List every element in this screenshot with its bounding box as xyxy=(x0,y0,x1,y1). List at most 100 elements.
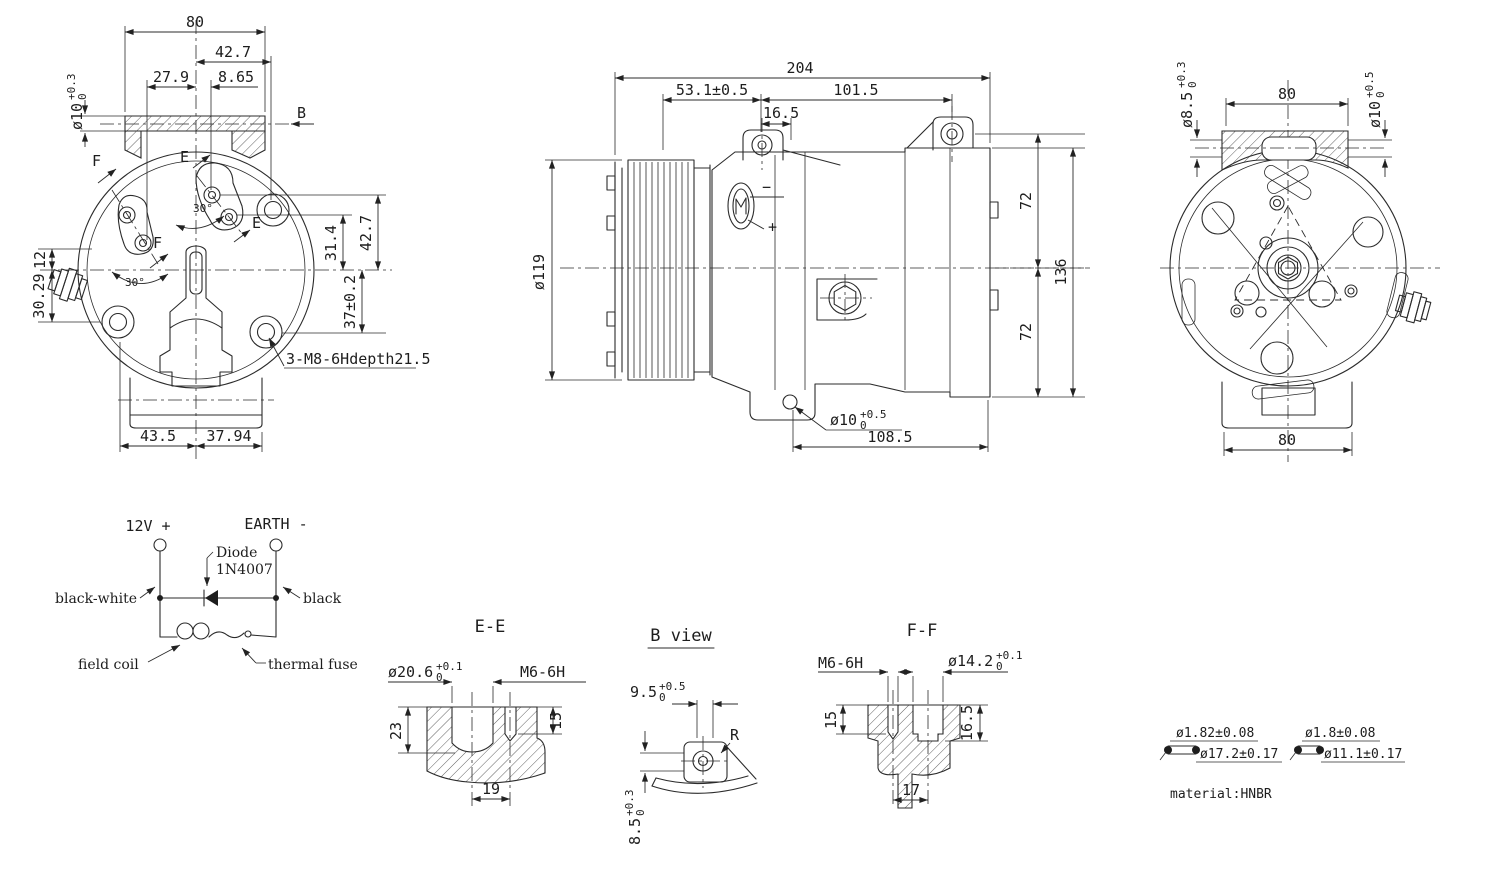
section-ee: E-E ø20.6 +0.1 0 M6-6H 23 15 19 xyxy=(387,617,586,808)
side-dim-53-1: 53.1±0.5 xyxy=(676,81,748,99)
oring-details: ø1.82±0.08 ø17.2±0.17 ø1.8±0.08 ø11.1±0.… xyxy=(1159,726,1405,802)
front-dim-31-4: 31.4 xyxy=(322,225,340,261)
rear-view: ø8.5 +0.3 0 ø10 +0.5 0 80 xyxy=(1160,62,1440,462)
wiring-schematic: 12V + EARTH - Diode 1N4007 black-white b… xyxy=(55,515,358,673)
field-coil-symbol xyxy=(159,622,245,640)
svg-text:+0.5: +0.5 xyxy=(860,408,887,421)
b-dim-9-5: 9.5 +0.5 0 xyxy=(630,680,686,704)
section-ff-title: F-F xyxy=(907,621,938,641)
ff-thread: M6-6H xyxy=(818,654,863,672)
diode-symbol xyxy=(203,589,218,607)
svg-text:+0.3: +0.3 xyxy=(623,790,636,817)
rear-dim-80-top: 80 xyxy=(1278,85,1296,103)
svg-text:8.5: 8.5 xyxy=(626,818,644,845)
svg-text:ø14.2: ø14.2 xyxy=(948,652,993,670)
svg-text:0: 0 xyxy=(860,419,867,432)
oring-left-cs: ø1.82±0.08 xyxy=(1176,726,1254,741)
ff-dim-16-5: 16.5 xyxy=(958,705,976,741)
svg-text:ø20.6: ø20.6 xyxy=(388,663,433,681)
terminal-12v xyxy=(153,538,167,552)
rear-internal-mechanism xyxy=(1181,165,1409,400)
front-f-boss xyxy=(111,189,159,265)
diode-part-number: 1N4007 xyxy=(216,562,273,578)
ee-dim-19: 19 xyxy=(482,780,500,798)
terminal-minus-label: − xyxy=(762,178,771,196)
svg-text:0: 0 xyxy=(1186,81,1199,88)
front-center-plug xyxy=(159,245,233,387)
front-port-dia: ø10 +0.3 0 xyxy=(65,74,89,131)
svg-text:+0.5: +0.5 xyxy=(659,680,686,693)
wire-right-label: black xyxy=(303,591,342,607)
svg-text:0: 0 xyxy=(436,671,443,684)
svg-text:0: 0 xyxy=(634,809,647,816)
thermal-fuse-label: thermal fuse xyxy=(268,657,358,673)
side-port-boss xyxy=(816,274,878,322)
svg-text:ø10: ø10 xyxy=(68,103,86,130)
b-dim-8-5: 8.5 +0.3 0 xyxy=(623,790,647,846)
svg-text:+0.1: +0.1 xyxy=(436,660,463,673)
front-angle-e: 30° xyxy=(193,202,213,215)
ff-dim-15: 15 xyxy=(822,711,840,729)
svg-text:0: 0 xyxy=(1374,91,1387,98)
ee-bore-dia: ø20.6 +0.1 0 xyxy=(388,660,463,684)
section-ff: F-F M6-6H ø14.2 +0.1 0 15 16.5 17 xyxy=(818,621,1023,809)
terminal-earth-label: EARTH - xyxy=(244,515,307,533)
side-dim-204: 204 xyxy=(786,59,813,77)
svg-text:ø8.5: ø8.5 xyxy=(1178,92,1196,128)
ff-dim-17: 17 xyxy=(902,781,920,799)
front-angle-f: 30° xyxy=(125,276,145,289)
front-bolt-holes xyxy=(101,193,290,349)
rear-side-port xyxy=(1394,291,1432,324)
front-dim-42-7: 42.7 xyxy=(215,43,251,61)
front-dim-80: 80 xyxy=(186,13,204,31)
front-dim-27-9: 27.9 xyxy=(153,68,189,86)
svg-text:+0.3: +0.3 xyxy=(1175,62,1188,89)
oring-right: ø1.8±0.08 ø11.1±0.17 xyxy=(1289,726,1405,763)
section-b-label: B xyxy=(297,104,306,122)
section-f-label-top: F xyxy=(92,152,101,170)
side-dim-72-upper: 72 xyxy=(1017,192,1035,210)
svg-text:+0.5: +0.5 xyxy=(1363,72,1376,99)
side-connector: − + xyxy=(727,178,784,236)
ee-dim-23: 23 xyxy=(387,722,405,740)
rear-slot-dia: ø8.5 +0.3 0 xyxy=(1175,62,1199,129)
svg-text:0: 0 xyxy=(76,93,89,100)
ff-bore-dia: ø14.2 +0.1 0 xyxy=(948,649,1023,673)
svg-text:0: 0 xyxy=(996,660,1003,673)
side-dim-136: 136 xyxy=(1052,258,1070,285)
field-coil-label: field coil xyxy=(78,657,139,673)
side-view: − + ø10 +0.5 0 ø119 204 53.1±0.5 101.5 1… xyxy=(530,59,1090,452)
front-bottom-bracket xyxy=(129,377,263,429)
section-e-label-bottom: E xyxy=(252,214,261,232)
diode-label: Diode xyxy=(216,545,257,561)
section-ee-title: E-E xyxy=(475,617,506,637)
b-radius-label: R xyxy=(730,726,740,744)
svg-text:ø10: ø10 xyxy=(1366,101,1384,128)
terminal-earth xyxy=(269,538,283,552)
front-top-bracket xyxy=(124,115,266,132)
rear-bottom-foot xyxy=(1221,381,1353,429)
side-dia-pulley: ø119 xyxy=(530,254,548,290)
oring-left: ø1.82±0.08 ø17.2±0.17 xyxy=(1159,726,1282,763)
front-view: B E E F F 30° 30° xyxy=(30,13,431,462)
side-dim-72-lower: 72 xyxy=(1017,323,1035,341)
terminal-12v-label: 12V + xyxy=(125,517,170,535)
front-dim-37: 37±0.2 xyxy=(341,275,359,329)
side-dim-16-5: 16.5 xyxy=(763,104,799,122)
material-note: material:HNBR xyxy=(1170,787,1272,802)
view-b: B view 9.5 +0.5 0 R 8.5 +0.3 0 xyxy=(623,626,758,846)
oring-left-id: ø17.2±0.17 xyxy=(1200,747,1278,762)
front-dim-43-5: 43.5 xyxy=(140,427,176,445)
svg-text:+0.1: +0.1 xyxy=(996,649,1023,662)
wire-left-label: black-white xyxy=(55,591,137,607)
front-e-boss xyxy=(195,162,244,236)
front-dim-8-65: 8.65 xyxy=(218,68,254,86)
view-b-title: B view xyxy=(650,626,712,646)
front-dim-37-94: 37.94 xyxy=(206,427,251,445)
svg-text:9.5: 9.5 xyxy=(630,683,657,701)
terminal-plus-label: + xyxy=(768,218,777,236)
side-foot-hole xyxy=(782,394,798,410)
oring-right-cs: ø1.8±0.08 xyxy=(1305,726,1375,741)
rear-dim-80-bottom: 80 xyxy=(1278,431,1296,449)
